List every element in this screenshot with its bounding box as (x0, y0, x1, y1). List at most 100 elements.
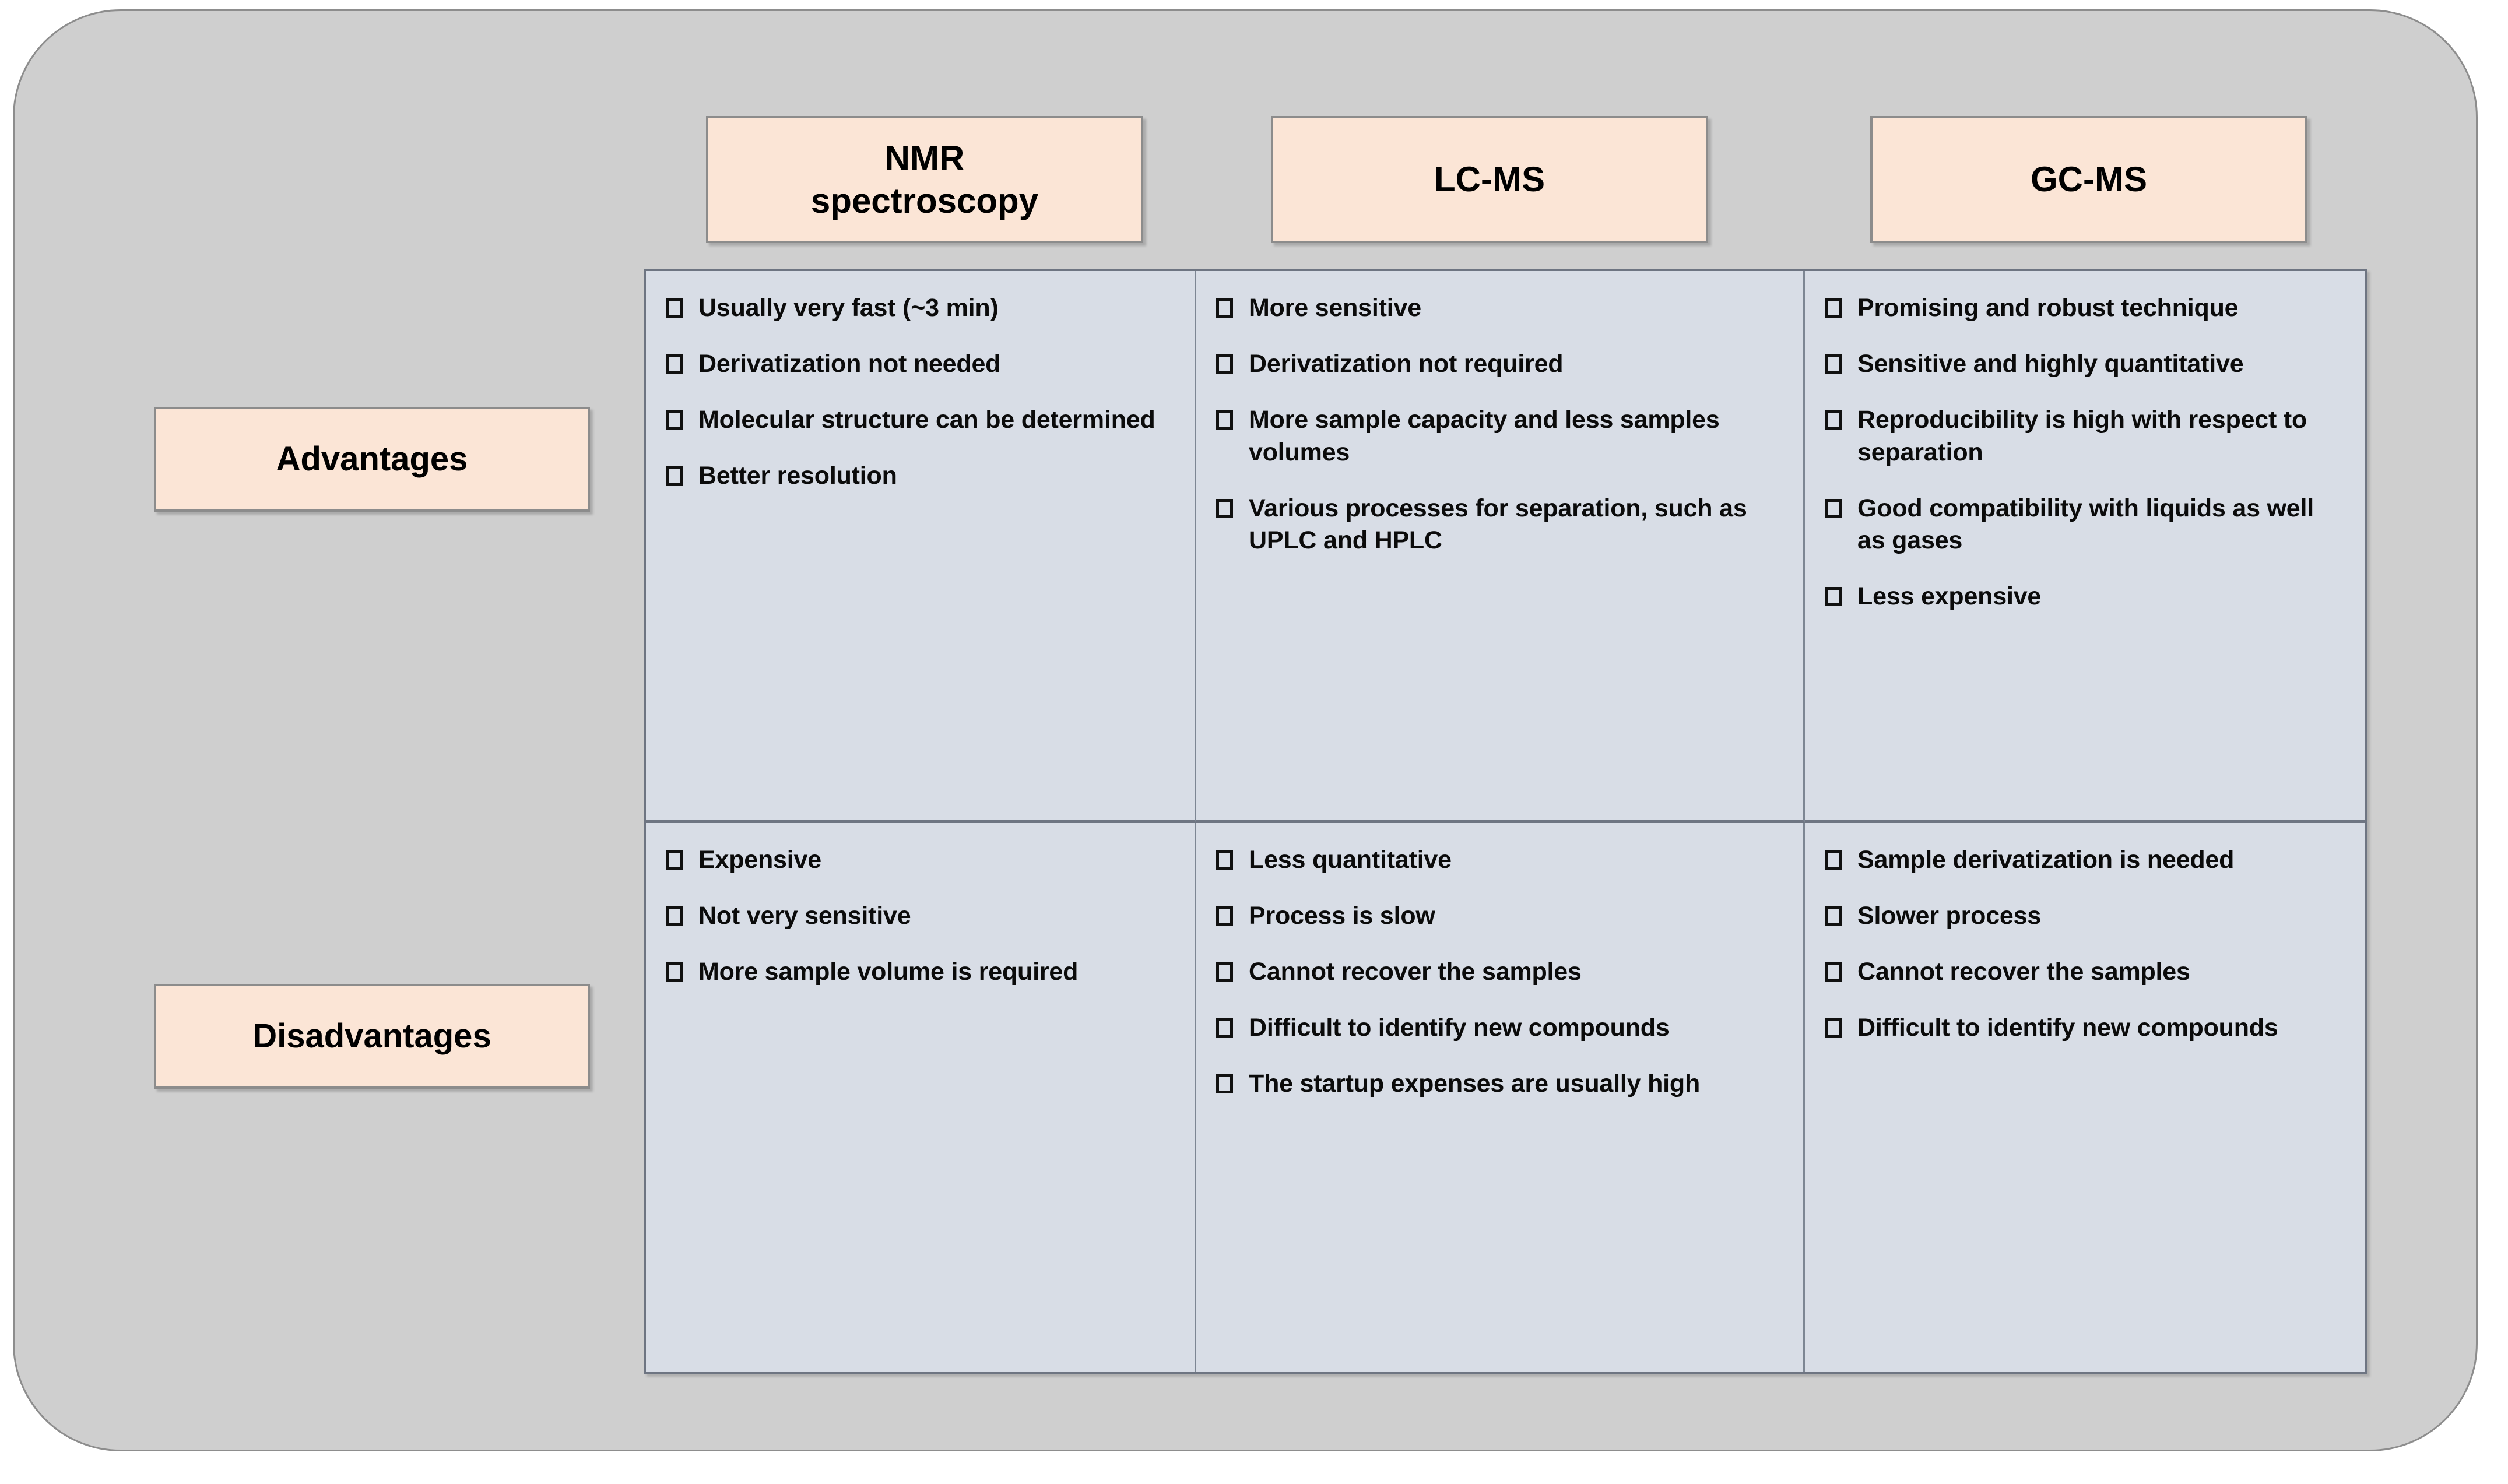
hollow-square-bullet-icon (1216, 850, 1233, 870)
bullet-item: Derivatization not required (1216, 348, 1783, 381)
hollow-square-bullet-icon (1825, 410, 1842, 430)
comparison-table: Usually very fast (~3 min) Derivatization… (644, 269, 2367, 1374)
bullet-item: Difficult to identify new compounds (1825, 1012, 2345, 1045)
bullet-item-text: Less expensive (1857, 582, 2042, 611)
hollow-square-bullet-icon (1216, 298, 1233, 318)
hollow-square-bullet-icon (1216, 354, 1233, 374)
hollow-square-bullet-icon (1825, 298, 1842, 318)
bullet-item: Derivatization not needed (666, 348, 1175, 381)
column-header-gcms-text: GC-MS (2031, 160, 2147, 199)
hollow-square-bullet-icon (666, 410, 683, 430)
row-label-disadvantages: Disadvantages (154, 984, 590, 1089)
cell-advantages-nmr: Usually very fast (~3 min) Derivatization… (646, 271, 1196, 823)
hollow-square-bullet-icon (666, 298, 683, 318)
bullet-item: Sensitive and highly quantitative (1825, 348, 2345, 381)
bullet-item: Process is slow (1216, 900, 1783, 933)
bullet-item-text: Cannot recover the samples (1857, 957, 2190, 986)
hollow-square-bullet-icon (666, 962, 683, 982)
row-label-advantages: Advantages (154, 407, 590, 512)
bullet-item-text: Expensive (698, 846, 821, 874)
hollow-square-bullet-icon (1825, 587, 1842, 607)
bullet-item-text: Promising and robust technique (1857, 294, 2239, 322)
bullet-item: Molecular structure can be determined (666, 404, 1175, 437)
column-header-nmr-line1: NMR (884, 138, 965, 178)
bullet-item-text: Slower process (1857, 901, 2042, 930)
hollow-square-bullet-icon (1216, 410, 1233, 430)
bullet-item-text: More sensitive (1249, 294, 1421, 322)
bullet-item-text: Usually very fast (~3 min) (698, 294, 999, 322)
row-label-advantages-text: Advantages (276, 439, 468, 478)
bullet-item: Sample derivatization is needed (1825, 844, 2345, 877)
bullet-item: More sensitive (1216, 292, 1783, 325)
bullet-item: Various processes for separation, such a… (1216, 493, 1783, 558)
hollow-square-bullet-icon (1825, 962, 1842, 982)
bullet-item: Better resolution (666, 460, 1175, 493)
bullet-item-text: Difficult to identify new compounds (1857, 1013, 2278, 1042)
bullet-item-text: Reproducibility is high with respect to … (1857, 405, 2307, 466)
bullet-item-text: Process is slow (1249, 901, 1435, 930)
hollow-square-bullet-icon (666, 354, 683, 374)
bullet-item: Usually very fast (~3 min) (666, 292, 1175, 325)
bullet-item: More sample capacity and less samples vo… (1216, 404, 1783, 469)
bullet-item-text: Not very sensitive (698, 901, 911, 930)
column-header-lcms-text: LC-MS (1434, 160, 1545, 199)
bullet-item: Slower process (1825, 900, 2345, 933)
bullet-item-text: Molecular structure can be determined (698, 405, 1155, 434)
bullet-item: Cannot recover the samples (1216, 956, 1783, 989)
bullet-item: Reproducibility is high with respect to … (1825, 404, 2345, 469)
bullet-item-text: Sensitive and highly quantitative (1857, 349, 2244, 378)
bullet-item-text: More sample volume is required (698, 957, 1079, 986)
hollow-square-bullet-icon (1216, 1018, 1233, 1038)
bullet-item: Promising and robust technique (1825, 292, 2345, 325)
bullet-item: More sample volume is required (666, 956, 1175, 989)
hollow-square-bullet-icon (666, 466, 683, 486)
bullet-item-text: More sample capacity and less samples vo… (1249, 405, 1720, 466)
bullet-item: Expensive (666, 844, 1175, 877)
bullet-item-text: Difficult to identify new compounds (1249, 1013, 1670, 1042)
hollow-square-bullet-icon (666, 850, 683, 870)
bullet-item: Difficult to identify new compounds (1216, 1012, 1783, 1045)
bullet-item-text: Better resolution (698, 461, 897, 490)
bullet-item-text: Various processes for separation, such a… (1249, 494, 1747, 555)
bullet-item-text: Derivatization not needed (698, 349, 1001, 378)
bullet-item: Not very sensitive (666, 900, 1175, 933)
bullet-item-text: Derivatization not required (1249, 349, 1564, 378)
bullet-item: Cannot recover the samples (1825, 956, 2345, 989)
hollow-square-bullet-icon (1825, 354, 1842, 374)
row-label-disadvantages-text: Disadvantages (252, 1017, 491, 1055)
bullet-item-text: Less quantitative (1249, 846, 1452, 874)
column-header-gcms: GC-MS (1870, 116, 2307, 243)
hollow-square-bullet-icon (1825, 850, 1842, 870)
column-header-lcms: LC-MS (1271, 116, 1708, 243)
hollow-square-bullet-icon (1216, 1074, 1233, 1093)
bullet-item: The startup expenses are usually high (1216, 1068, 1783, 1100)
column-header-nmr-line2: spectroscopy (810, 181, 1039, 220)
hollow-square-bullet-icon (1825, 498, 1842, 518)
hollow-square-bullet-icon (1825, 1018, 1842, 1038)
bullet-list-advantages-nmr: Usually very fast (~3 min) Derivatization… (666, 292, 1175, 493)
bullet-item-text: Cannot recover the samples (1249, 957, 1582, 986)
bullet-item: Less expensive (1825, 581, 2345, 613)
bullet-item: Less quantitative (1216, 844, 1783, 877)
hollow-square-bullet-icon (1216, 962, 1233, 982)
bullet-item: Good compatibility with liquids as well … (1825, 493, 2345, 558)
hollow-square-bullet-icon (1825, 906, 1842, 926)
bullet-item-text: The startup expenses are usually high (1249, 1069, 1701, 1098)
hollow-square-bullet-icon (666, 906, 683, 926)
hollow-square-bullet-icon (1216, 906, 1233, 926)
bullet-item-text: Sample derivatization is needed (1857, 846, 2235, 874)
bullet-item-text: Good compatibility with liquids as well … (1857, 494, 2314, 555)
